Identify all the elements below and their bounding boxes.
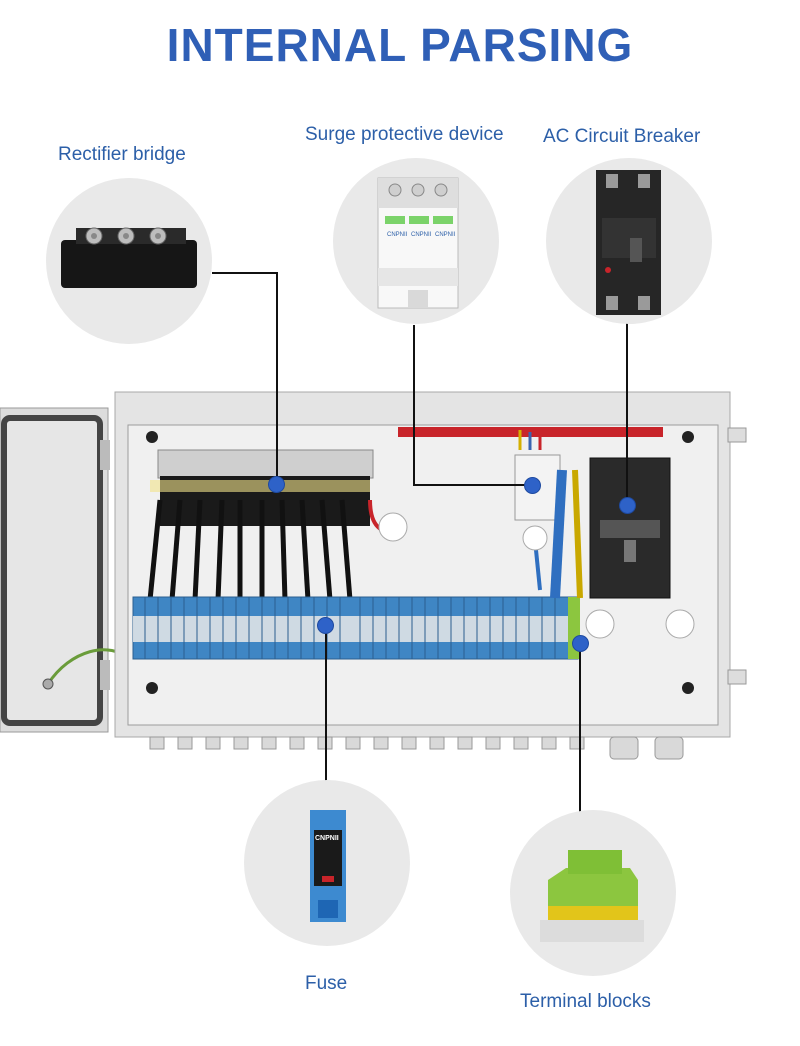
- ac-breaker-image: [596, 170, 661, 315]
- marker-surge-protective-device: [524, 477, 541, 494]
- rectifier-bridge-row: [150, 449, 374, 526]
- marker-rectifier-bridge: [268, 476, 285, 493]
- leader-rectifier-v: [276, 272, 278, 484]
- cabinet-door: [0, 407, 132, 733]
- label-rectifier-bridge: Rectifier bridge: [58, 144, 186, 165]
- leader-rectifier-h: [212, 272, 277, 274]
- leader-spd-h: [413, 484, 531, 486]
- label-ac-circuit-breaker: AC Circuit Breaker: [543, 126, 701, 147]
- label-fuse: Fuse: [305, 973, 348, 994]
- leader-fuse-v: [325, 625, 327, 797]
- ac-breaker-module: [589, 457, 671, 599]
- detail-rectifier-bridge: [46, 178, 212, 344]
- leader-breaker-v: [626, 315, 628, 505]
- marker-ac-circuit-breaker: [619, 497, 636, 514]
- spd-image: CNPNII CNPNII CNPNII: [377, 177, 459, 309]
- cable-glands: [149, 736, 684, 760]
- spd-brand-2: CNPNII: [411, 232, 432, 238]
- detail-surge-protective-device: CNPNII CNPNII CNPNII: [333, 158, 499, 324]
- leader-terminal-v: [579, 644, 581, 814]
- label-terminal-blocks: Terminal blocks: [520, 991, 651, 1012]
- input-wires: [147, 499, 353, 601]
- detail-terminal-blocks: [510, 810, 676, 976]
- terminal-block-image: [540, 850, 644, 942]
- spd-brand-3: CNPNII: [435, 232, 456, 238]
- fuse-brand: CNPNII: [315, 835, 339, 842]
- fuse-image: CNPNII: [310, 810, 346, 922]
- spd-brand-1: CNPNII: [387, 232, 408, 238]
- marker-terminal-blocks: [572, 635, 589, 652]
- page-title: INTERNAL PARSING: [166, 19, 634, 71]
- detail-fuse: CNPNII: [244, 780, 410, 946]
- rectifier-bridge-image: [61, 227, 197, 288]
- leader-spd-v: [413, 325, 415, 485]
- din-rail-row: [132, 596, 580, 660]
- marker-fuse: [317, 617, 334, 634]
- detail-ac-circuit-breaker: [546, 158, 712, 324]
- label-surge-protective-device: Surge protective device: [305, 124, 504, 145]
